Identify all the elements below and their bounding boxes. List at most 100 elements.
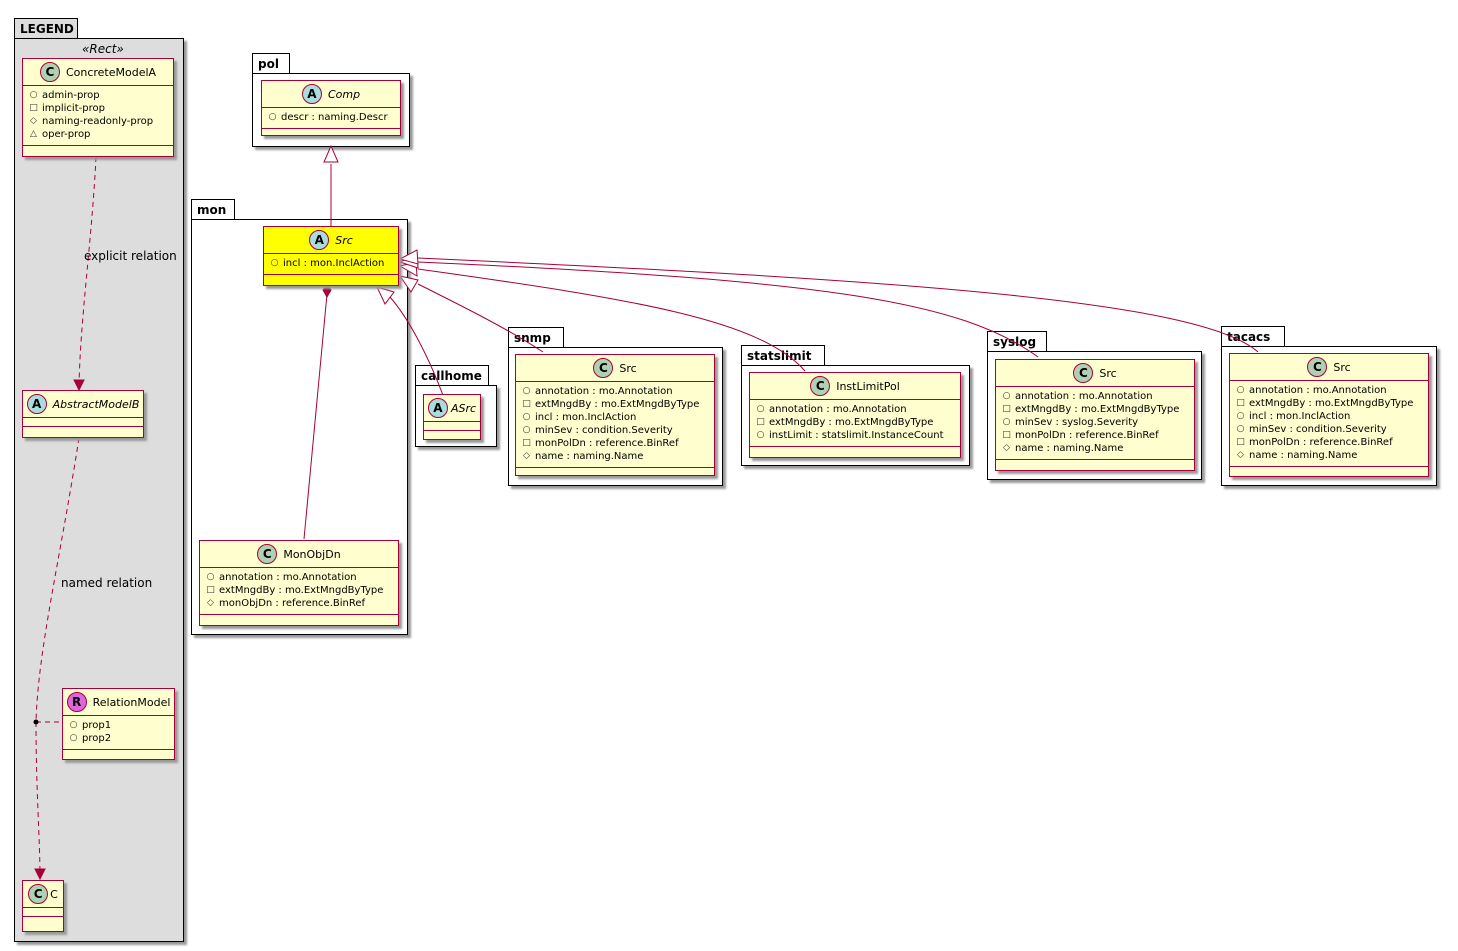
class-header: A AbstractModelB — [23, 391, 143, 418]
abstract-model-class[interactable]: A AbstractModelB — [22, 390, 144, 438]
instlimitpol-class[interactable]: C InstLimitPol ○annotation : mo.Annotati… — [749, 372, 961, 458]
attribute-text: minSev : condition.Severity — [535, 425, 673, 436]
attribute-text: annotation : mo.Annotation — [535, 386, 673, 397]
visibility-icon: ◇ — [207, 598, 214, 608]
visibility-icon: ○ — [522, 412, 531, 422]
visibility-icon: ○ — [69, 733, 78, 743]
syslog-src-class[interactable]: C Src ○annotation : mo.Annotation □extMn… — [995, 359, 1195, 471]
mon-src-class[interactable]: A Src ○ incl : mon.InclAction — [263, 226, 399, 286]
relation-junction — [33, 719, 39, 725]
class-attributes: ○annotation : mo.Annotation □extMngdBy :… — [996, 387, 1194, 460]
attribute-row: ○ annotation : mo.Annotation — [206, 571, 392, 584]
attribute-row: ○ incl : mon.InclAction — [1236, 410, 1422, 423]
visibility-icon: ○ — [206, 572, 215, 582]
visibility-icon: ○ — [1002, 391, 1011, 401]
attribute-row: ○ minSev : condition.Severity — [1236, 423, 1422, 436]
attribute-text: instLimit : statslimit.InstanceCount — [769, 430, 944, 441]
visibility-icon: □ — [522, 438, 531, 448]
package-body — [14, 38, 184, 942]
inherit-edge-syslog — [417, 261, 1039, 358]
attribute-text: minSev : condition.Severity — [1249, 424, 1387, 435]
class-icon: R — [66, 692, 87, 712]
attribute-text: annotation : mo.Annotation — [219, 572, 357, 583]
attribute-row: ○prop1 — [69, 719, 168, 732]
attribute-row: ○minSev : syslog.Severity — [1002, 416, 1188, 429]
attribute-text: annotation : mo.Annotation — [1015, 391, 1153, 402]
attribute-text: extMngdBy : mo.ExtMngdByType — [1249, 398, 1414, 409]
class-name: AbstractModelB — [52, 397, 140, 411]
class-header: C Src — [996, 360, 1194, 387]
visibility-icon: △ — [30, 129, 37, 139]
inherit-triangle — [376, 286, 395, 305]
legend-package: LEGEND — [14, 18, 184, 942]
attribute-text: prop2 — [82, 733, 112, 744]
class-icon: A — [427, 398, 448, 418]
comp-class[interactable]: A Comp ○descr : naming.Descr — [261, 80, 401, 136]
composition-diamond — [322, 284, 332, 299]
relation-model-class[interactable]: R RelationModel ○prop1 ○ prop2 — [62, 688, 175, 760]
attribute-row: ◇ name : naming.Name — [522, 450, 708, 463]
attribute-row: ○ incl : mon.InclAction — [270, 257, 392, 270]
visibility-icon: ◇ — [1003, 443, 1010, 453]
class-attributes: ○admin-prop □implicit-prop ◇naming-reado… — [23, 86, 173, 146]
attribute-text: name : naming.Name — [1015, 443, 1124, 454]
package-tab: LEGEND — [14, 18, 78, 38]
c-class[interactable]: C C — [22, 880, 64, 932]
visibility-icon: ○ — [1236, 424, 1245, 434]
package-tab: tacacs — [1221, 326, 1285, 346]
package-tab: statslimit — [741, 345, 825, 365]
visibility-icon: ○ — [756, 404, 765, 414]
snmp-src-class[interactable]: C Src ○annotation : mo.Annotation □extMn… — [515, 354, 715, 476]
inherit-triangle — [323, 144, 339, 163]
visibility-icon: □ — [1002, 404, 1011, 414]
visibility-icon: ○ — [756, 430, 765, 440]
class-name: MonObjDn — [283, 547, 341, 561]
callhome-asrc-class[interactable]: A ASrc — [423, 394, 481, 440]
class-attributes — [424, 422, 480, 431]
attribute-row: ○incl : mon.InclAction — [522, 411, 708, 424]
tacacs-src-class[interactable]: C Src ○annotation : mo.Annotation □extMn… — [1229, 353, 1429, 477]
attribute-text: monPolDn : reference.BinRef — [1015, 430, 1159, 441]
attribute-text: incl : mon.InclAction — [283, 258, 385, 269]
concrete-model-class[interactable]: C ConcreteModelA ○admin-prop □implicit-p… — [22, 58, 174, 157]
class-attributes: ○descr : naming.Descr — [262, 108, 400, 129]
explicit-relation-edge — [78, 156, 97, 389]
class-attributes: ○annotation : mo.Annotation □extMngdBy :… — [200, 568, 398, 615]
visibility-icon: □ — [29, 103, 38, 113]
attribute-row: ○ annotation : mo.Annotation — [1002, 390, 1188, 403]
class-attributes — [23, 908, 63, 917]
inherit-triangle — [398, 275, 419, 293]
named-relation-edge-lower — [35, 721, 41, 878]
monobjdn-class[interactable]: C MonObjDn ○annotation : mo.Annotation □… — [199, 540, 399, 626]
visibility-icon: ◇ — [523, 451, 530, 461]
attribute-text: name : naming.Name — [535, 451, 644, 462]
attribute-row: ◇ name : naming.Name — [1002, 442, 1188, 455]
class-icon: C — [257, 544, 278, 564]
attribute-text: descr : naming.Descr — [281, 112, 388, 123]
class-attributes: ○annotation : mo.Annotation □extMngdBy :… — [750, 400, 960, 447]
class-icon: A — [26, 394, 47, 414]
class-icon: C — [593, 358, 614, 378]
class-header: C ConcreteModelA — [23, 59, 173, 86]
attribute-text: incl : mon.InclAction — [1249, 411, 1351, 422]
inherit-triangle — [398, 249, 419, 265]
attribute-row: □ monPolDn : reference.BinRef — [522, 437, 708, 450]
attribute-row: ○annotation : mo.Annotation — [756, 403, 954, 416]
attribute-text: monPolDn : reference.BinRef — [535, 438, 679, 449]
stereotype-label: «Rect» — [82, 42, 124, 56]
attribute-text: extMngdBy : mo.ExtMngdByType — [219, 585, 384, 596]
package-tab: pol — [252, 53, 290, 73]
class-header: R RelationModel — [63, 689, 174, 716]
class-name: C — [50, 887, 58, 901]
visibility-icon: ○ — [522, 425, 531, 435]
class-header: A Comp — [262, 81, 400, 108]
attribute-text: extMngdBy : mo.ExtMngdByType — [769, 417, 934, 428]
visibility-icon: ○ — [270, 258, 279, 268]
visibility-icon: ○ — [69, 720, 78, 730]
visibility-icon: ○ — [1236, 411, 1245, 421]
class-name: Comp — [327, 87, 361, 101]
attribute-row: □extMngdBy : mo.ExtMngdByType — [756, 416, 954, 429]
attribute-row: △oper-prop — [29, 128, 167, 141]
class-header: A Src — [264, 227, 398, 254]
inherit-edge-callhome — [389, 296, 445, 399]
